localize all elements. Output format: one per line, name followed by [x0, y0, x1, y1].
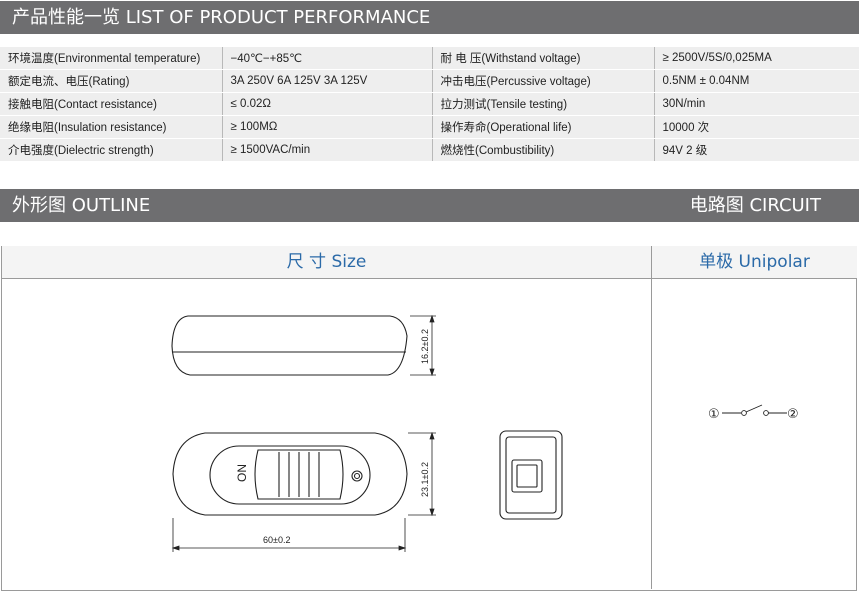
height-dimension-front: [408, 431, 436, 517]
switch-side-view: [499, 430, 563, 520]
spec-value: ≥ 1500VAC/min: [222, 138, 433, 162]
spec-value: ≤ 0.02Ω: [222, 92, 433, 116]
spec-value: 94V 2 级: [654, 138, 859, 162]
unipolar-header: 单极 Unipolar: [652, 246, 857, 279]
spec-value: ≥ 2500V/5S/0,025MA: [654, 47, 859, 70]
dim-height-top-label: 16.2±0.2: [420, 329, 430, 364]
spec-value: 30N/min: [654, 92, 859, 116]
dim-width-label: 60±0.2: [263, 535, 290, 545]
outline-title-bar: 外形图 OUTLINE 电路图 CIRCUIT: [0, 189, 859, 222]
performance-table: 环境温度(Environmental temperature)−40℃−+85℃…: [0, 47, 859, 162]
circuit-terminal-1: ①: [708, 407, 720, 422]
spec-label: 额定电流、电压(Rating): [0, 69, 223, 93]
performance-title-bar: 产品性能一览 LIST OF PRODUCT PERFORMANCE: [0, 1, 859, 34]
spec-label: 环境温度(Environmental temperature): [0, 47, 223, 70]
switch-on-mark: ON: [235, 464, 249, 482]
size-header: 尺 寸 Size: [2, 246, 652, 279]
spec-label: 接触电阻(Contact resistance): [0, 92, 223, 116]
spec-value: 3A 250V 6A 125V 3A 125V: [222, 69, 433, 93]
spec-label: 操作寿命(Operational life): [432, 115, 655, 139]
performance-row: 环境温度(Environmental temperature)−40℃−+85℃…: [0, 47, 859, 70]
switch-front-view: [172, 432, 408, 516]
switch-top-view: [171, 315, 408, 376]
spec-value: ≥ 100MΩ: [222, 115, 433, 139]
spec-label: 绝缘电阻(Insulation resistance): [0, 115, 223, 139]
spec-label: 介电强度(Dielectric strength): [0, 138, 223, 162]
spec-label: 拉力测试(Tensile testing): [432, 92, 655, 116]
dim-height-front-label: 23.1±0.2: [420, 462, 430, 497]
spec-label: 耐 电 压(Withstand voltage): [432, 47, 655, 70]
performance-title: 产品性能一览 LIST OF PRODUCT PERFORMANCE: [12, 7, 431, 28]
spec-value: 0.5NM ± 0.04NM: [654, 69, 859, 93]
circuit-terminal-2: ②: [787, 407, 799, 422]
spec-label: 燃烧性(Combustibility): [432, 138, 655, 162]
spec-value: −40℃−+85℃: [222, 47, 433, 70]
circuit-title: 电路图 CIRCUIT: [689, 195, 821, 216]
height-dimension-top: [410, 314, 436, 377]
panel-divider: [651, 279, 653, 589]
outline-title: 外形图 OUTLINE: [12, 195, 151, 216]
width-dimension: [171, 518, 407, 552]
unipolar-circuit: [722, 404, 787, 416]
spec-label: 冲击电压(Percussive voltage): [432, 69, 655, 93]
spec-value: 10000 次: [654, 115, 859, 139]
